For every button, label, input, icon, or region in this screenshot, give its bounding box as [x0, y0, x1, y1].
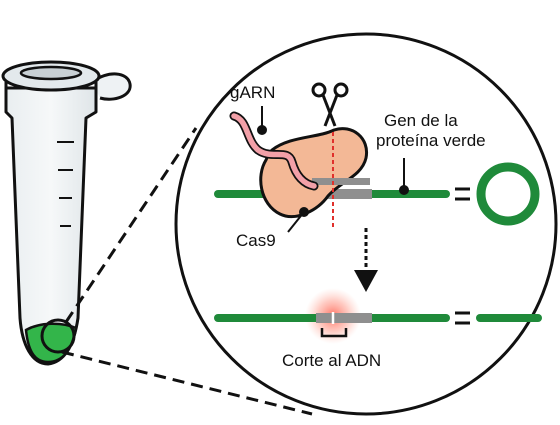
- tube-opening: [19, 65, 83, 81]
- tube-liquid: [24, 322, 78, 364]
- cut-bracket: [320, 328, 348, 338]
- tube-lid-hinge: [91, 72, 132, 101]
- equals-sign-2: [455, 311, 470, 325]
- plasmid-ring: [476, 162, 540, 226]
- zoom-lines: [61, 127, 313, 416]
- label-pointers: [257, 106, 409, 233]
- target-site-upper: [312, 178, 370, 185]
- tube-body: [4, 86, 98, 366]
- cas9-label: Cas9: [236, 231, 276, 250]
- zoom-source-circle: [40, 318, 76, 354]
- microcentrifuge-tube: [1, 60, 132, 366]
- cas9-protein: [259, 127, 369, 219]
- tube-graduations: [57, 141, 74, 227]
- equals-sign: [455, 187, 470, 201]
- gene-label-line1: Gen de la: [384, 111, 458, 130]
- scissors-icon: [311, 82, 349, 127]
- cut-label: Corte al ADN: [282, 351, 381, 370]
- dna-strand-cut: [214, 312, 450, 324]
- grna-label: gARN: [230, 83, 275, 102]
- gene-label-line2: proteína verde: [376, 131, 486, 150]
- target-site: [306, 189, 372, 199]
- arrow-down-icon: [354, 228, 378, 292]
